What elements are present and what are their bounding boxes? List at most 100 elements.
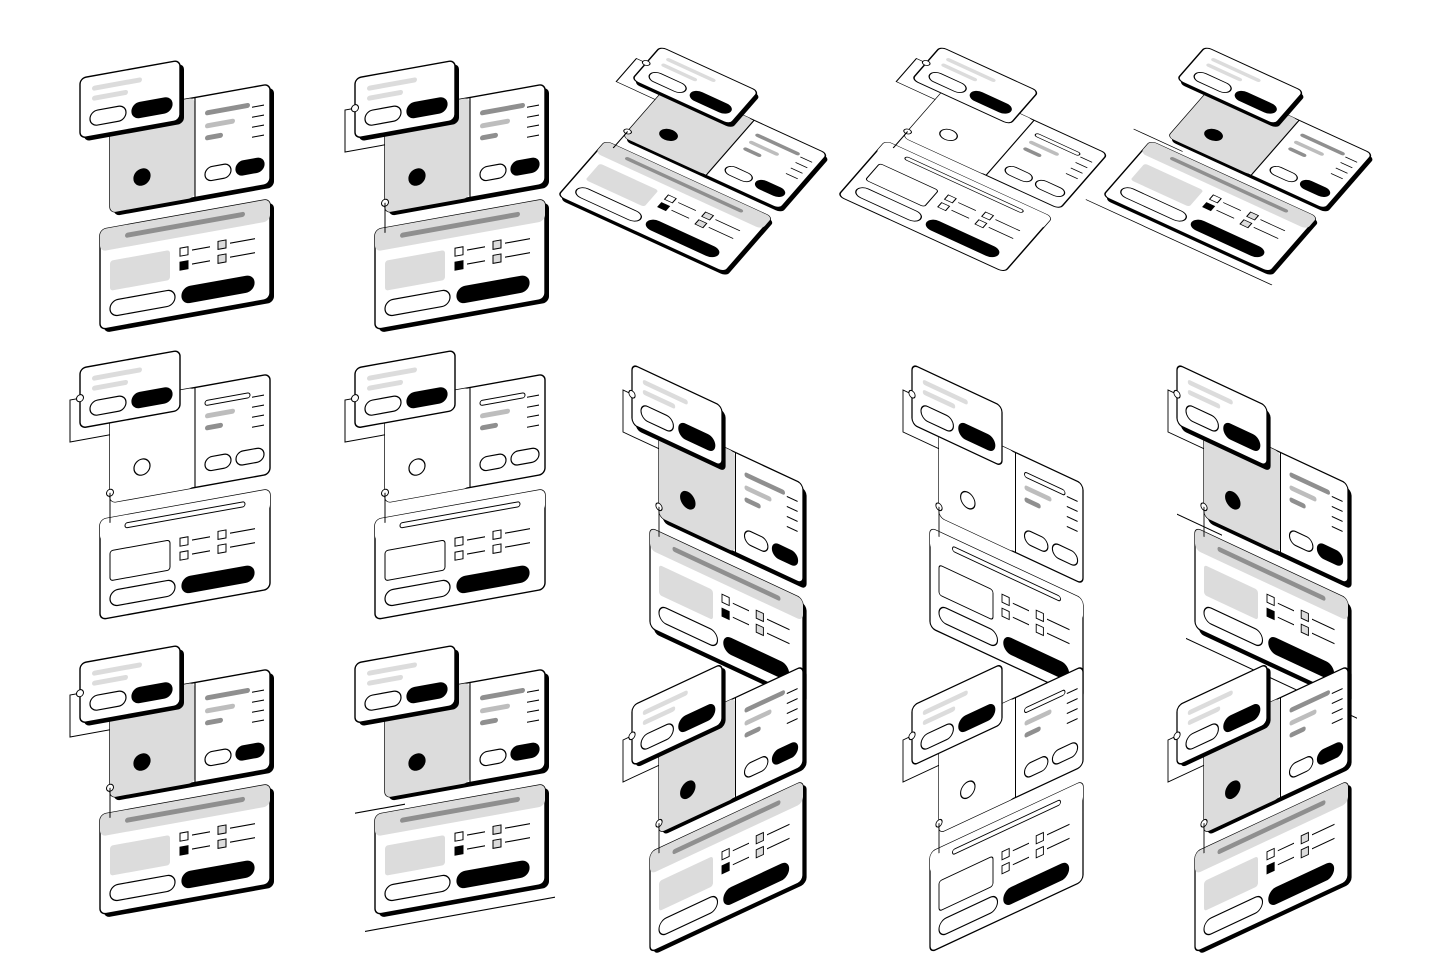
secondary-pill: [743, 756, 769, 778]
checkbox: [1266, 847, 1275, 861]
checkbox-label-line: [505, 823, 530, 829]
popup-text-bar: [367, 379, 403, 391]
form-submit-pill: [645, 219, 720, 258]
lower-screen: [1104, 141, 1318, 275]
checkbox-label-line: [1216, 209, 1235, 219]
checkbox: [755, 845, 764, 859]
popup-title-bar: [367, 367, 417, 381]
checkbox: [755, 623, 764, 637]
wireframe-svg: [1167, 365, 1358, 719]
checkbox: [1035, 845, 1044, 859]
checkbox-label-line: [467, 246, 485, 251]
list-tick: [252, 124, 264, 128]
list-tick: [527, 134, 539, 138]
list-tick: [252, 424, 264, 428]
form-title-outline: [952, 799, 1061, 855]
wireframe-svg: [79, 60, 274, 332]
wireframe-stack: [1085, 47, 1373, 286]
form-title-bar: [952, 800, 1061, 855]
checkbox-label-line: [1312, 632, 1335, 645]
avatar-dot: [960, 780, 976, 800]
avatar-dot: [408, 458, 426, 476]
checkbox: [179, 831, 189, 842]
ground-divider: [1133, 128, 1183, 152]
secondary-pill: [204, 748, 232, 767]
checkbox: [663, 194, 677, 204]
wireframe-stack: [1167, 365, 1358, 719]
wireframe-illustration: [895, 330, 1115, 698]
connector-node: [351, 104, 359, 113]
primary-pill: [235, 157, 265, 176]
avatar-dot: [960, 490, 976, 510]
heading-bar: [755, 133, 800, 156]
checkbox-label-line: [505, 528, 530, 534]
form-title-bar: [400, 796, 520, 823]
list-tick: [1066, 687, 1078, 695]
lower-screen: [1194, 528, 1352, 703]
form-secondary-pill: [575, 187, 642, 222]
lower-screen: [1194, 782, 1352, 953]
popup-title-bar: [92, 662, 142, 676]
list-tick: [527, 699, 539, 703]
popup-confirm-pill: [958, 422, 996, 451]
popup-confirm-pill: [131, 682, 173, 704]
checkbox: [657, 202, 671, 212]
wireframe-stack: [79, 60, 274, 332]
wireframe-illustration: [615, 330, 835, 703]
popup-confirm-pill: [1234, 90, 1277, 114]
heading-bar: [1300, 133, 1345, 156]
avatar-dot: [408, 753, 426, 771]
text-bar: [744, 497, 761, 509]
popup-text-bar: [1187, 390, 1221, 409]
list-tick: [1066, 515, 1078, 523]
text-bar: [744, 709, 772, 726]
checkbox-label-line: [467, 260, 485, 265]
form-title-bar: [125, 501, 245, 528]
list-tick: [1331, 525, 1343, 533]
avatar-dot: [133, 458, 151, 476]
checkbox: [179, 536, 189, 547]
popup-text-bar: [922, 390, 956, 409]
checkbox-label-line: [957, 202, 977, 211]
popup-text-bar: [642, 706, 676, 725]
checkbox: [701, 211, 715, 221]
image-placeholder: [938, 565, 994, 620]
image-placeholder: [385, 835, 445, 876]
form-submit-pill: [1190, 219, 1265, 258]
popup-cancel-pill: [364, 105, 402, 126]
checkbox: [454, 831, 464, 842]
popup-card: [631, 665, 726, 767]
text-bar: [1289, 497, 1306, 509]
list-tick: [786, 515, 798, 523]
form-submit-pill: [723, 862, 790, 905]
list-tick: [527, 689, 539, 693]
primary-pill: [510, 742, 540, 761]
wireframe-stack: [559, 47, 828, 275]
text-bar: [744, 726, 761, 738]
heading-bar: [1024, 690, 1066, 713]
text-bar: [1024, 497, 1041, 509]
text-bar: [205, 408, 235, 419]
popup-confirm-pill: [131, 97, 173, 119]
text-bar: [748, 140, 779, 156]
wireframe-stack: [622, 365, 807, 703]
popup-card: [633, 47, 759, 127]
connector-line: [344, 397, 385, 443]
popup-card: [631, 365, 726, 470]
avatar-dot: [408, 168, 426, 186]
connector-line: [902, 735, 940, 783]
popup-confirm-pill: [958, 704, 996, 733]
connector-line: [69, 397, 110, 443]
wireframe-illustration: [345, 625, 565, 932]
list-tick: [786, 717, 798, 725]
heading-bar-outline: [204, 392, 251, 406]
checkbox-label-line: [995, 219, 1021, 232]
primary-pill: [1316, 742, 1344, 765]
lower-screen: [99, 199, 274, 332]
form-title-bar: [125, 796, 245, 823]
checkbox: [1001, 861, 1010, 875]
popup-card: [354, 350, 456, 428]
secondary-pill: [479, 453, 507, 472]
popup-title-bar: [1187, 380, 1233, 405]
popup-confirm-pill: [1223, 704, 1261, 733]
